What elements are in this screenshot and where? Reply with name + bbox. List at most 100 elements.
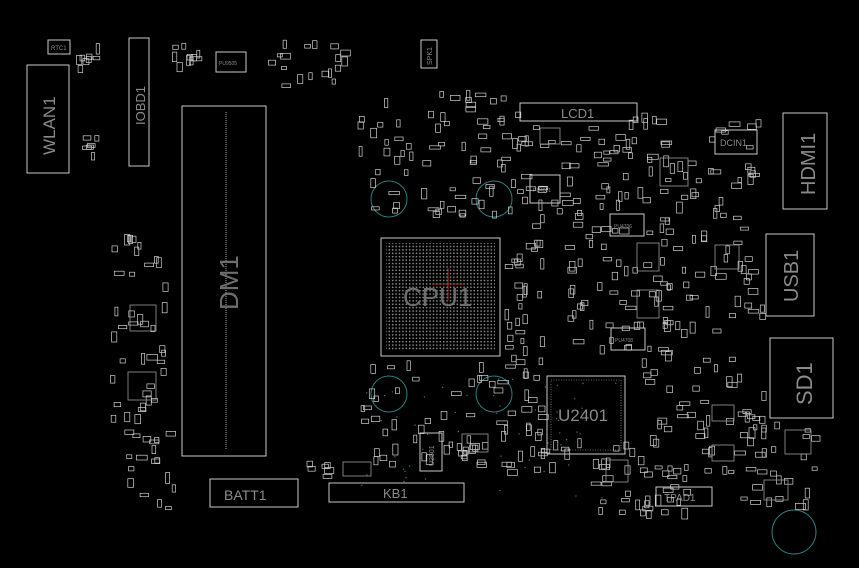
passive-part (515, 359, 526, 366)
via (556, 411, 558, 413)
passive-part (518, 136, 527, 142)
passive-part (676, 405, 684, 411)
passive-part (728, 313, 736, 319)
passive-part (516, 253, 523, 262)
passive-part (510, 179, 516, 188)
passive-part (76, 55, 83, 65)
passive-part (598, 507, 603, 515)
passive-part (652, 115, 657, 125)
via (414, 424, 416, 426)
passive-part (731, 182, 742, 189)
passive-part (357, 121, 364, 130)
passive-part (718, 197, 724, 206)
passive-part (752, 484, 763, 491)
passive-part (186, 54, 194, 61)
passive-part (577, 210, 583, 216)
wlan-connector[interactable]: WLAN1 (26, 64, 70, 174)
passive-part (312, 40, 318, 49)
dm-socket[interactable]: DM1 (181, 105, 267, 457)
passive-part (377, 121, 384, 128)
passive-part (304, 43, 311, 49)
usb-connector[interactable]: USB1 (765, 233, 815, 317)
passive-part (722, 466, 728, 475)
passive-part (132, 433, 141, 438)
hdmi-connector[interactable]: HDMI1 (782, 112, 828, 210)
passive-part (662, 322, 668, 329)
kb-connector[interactable]: KB1 (328, 482, 465, 503)
passive-part (612, 228, 619, 234)
u2401-chip[interactable]: U2401 (546, 375, 626, 455)
passive-part (477, 374, 482, 383)
passive-part (118, 325, 128, 330)
passive-part (662, 470, 670, 477)
passive-part (395, 387, 400, 395)
dcin-connector[interactable]: DCIN1 (714, 129, 758, 155)
passive-part (137, 242, 142, 250)
passive-part (761, 427, 767, 440)
passive-part (505, 364, 516, 369)
passive-part (675, 321, 681, 331)
passive-part (533, 374, 540, 381)
passive-part (181, 43, 187, 50)
via (370, 396, 373, 398)
passive-part (664, 320, 671, 332)
passive-part (642, 505, 654, 512)
passive-part (394, 155, 401, 165)
tpad-connector[interactable]: TPAD1 (655, 486, 713, 507)
passive-part (328, 68, 332, 78)
passive-part (466, 89, 471, 101)
passive-part (649, 435, 657, 446)
passive-part (324, 467, 335, 474)
passive-part (635, 499, 640, 511)
passive-part (113, 402, 122, 408)
passive-part (676, 201, 683, 214)
u2501-chip[interactable]: U2501 (419, 432, 443, 472)
passive-part (682, 475, 688, 482)
via (394, 456, 396, 458)
pu4601-component[interactable]: PU4601 (529, 174, 561, 204)
passive-part (421, 452, 428, 462)
passive-part (580, 136, 591, 141)
rtc-component[interactable]: RTC1 (47, 39, 71, 55)
passive-part (658, 347, 669, 352)
passive-part (521, 406, 533, 413)
via (457, 430, 459, 433)
spk-connector[interactable]: SPK1 (420, 39, 438, 69)
cpu-package[interactable]: CPU1 (380, 237, 501, 357)
passive-part (466, 435, 471, 444)
passive-part (667, 284, 671, 291)
passive-part (701, 230, 708, 243)
passive-part (358, 146, 363, 157)
iobd-connector[interactable]: IOBD1 (128, 37, 150, 167)
passive-part (641, 112, 648, 123)
passive-part (478, 133, 488, 139)
passive-part (761, 448, 767, 458)
via (556, 384, 559, 387)
passive-part (537, 291, 542, 299)
passive-part (616, 259, 622, 267)
lcd-connector[interactable]: LCD1 (519, 102, 638, 122)
passive-part (508, 206, 513, 215)
passive-part (196, 49, 201, 59)
passive-part (150, 324, 156, 333)
passive-part (759, 313, 767, 320)
passive-part (747, 308, 760, 314)
passive-part (602, 475, 614, 482)
passive-part (82, 58, 90, 66)
passive-part (661, 238, 668, 247)
passive-part (192, 56, 203, 62)
pu9505-label: PU9505 (219, 61, 237, 67)
pu4706-component[interactable]: PU4706 (609, 213, 645, 237)
pu4708-component[interactable]: PU4708 (610, 327, 646, 351)
passive-part (465, 97, 472, 103)
via (426, 433, 429, 436)
passive-part (747, 123, 757, 130)
passive-part (383, 147, 391, 157)
batt-connector[interactable]: BATT1 (209, 478, 299, 508)
pu9505-component[interactable]: PU9505 (215, 51, 247, 73)
passive-part (747, 437, 754, 447)
passive-part (726, 376, 733, 388)
via (544, 386, 546, 388)
sd-connector[interactable]: SD1 (769, 337, 834, 419)
via (534, 409, 537, 411)
